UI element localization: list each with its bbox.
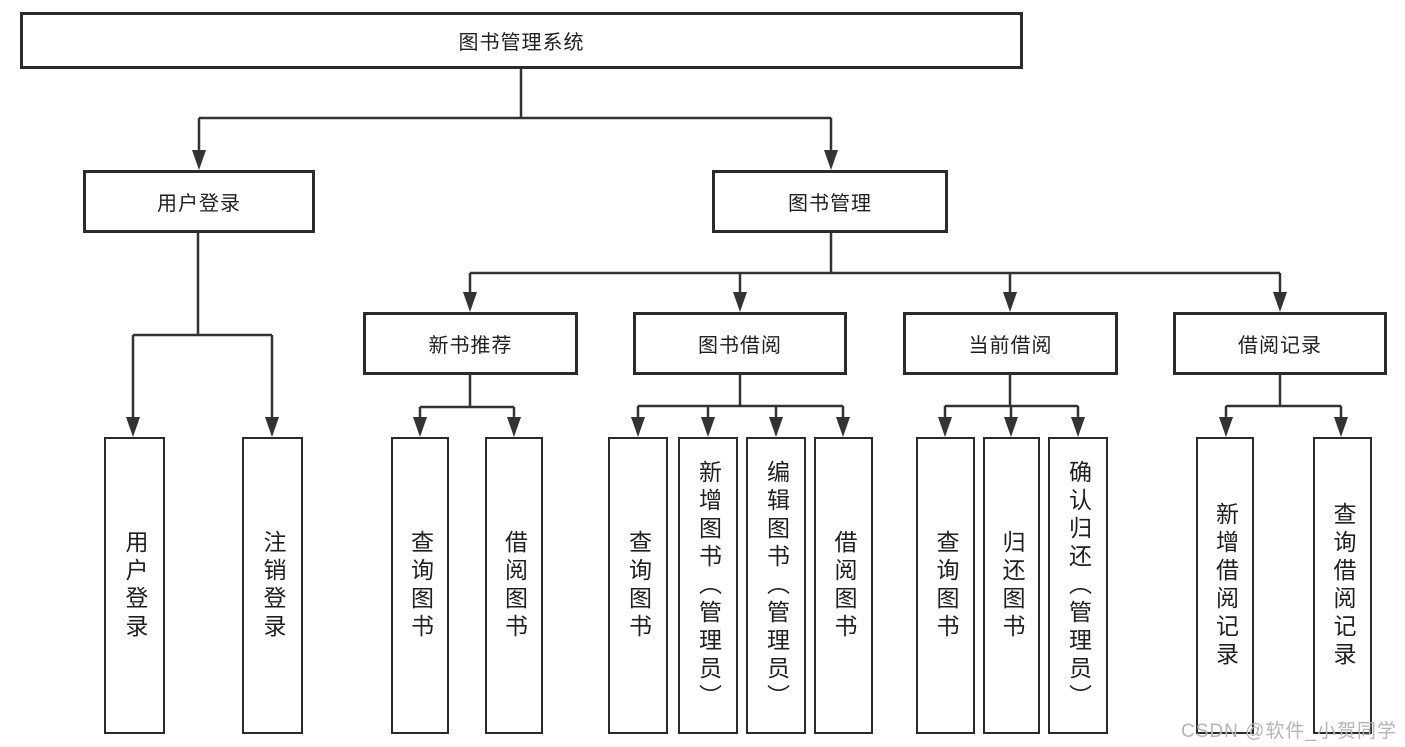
leaf-confirm-return-admin-label: 确认归还（管理员） (1065, 459, 1092, 712)
leaf-current-query-books-label: 查询图书 (933, 529, 959, 642)
connector-root-to-level2 (197, 69, 833, 155)
leaf-current-query-books: 查询图书 (916, 437, 975, 734)
leaf-borrowing-borrow-books-label: 借阅图书 (831, 529, 857, 642)
leaf-borrowing-query-books-label: 查询图书 (625, 529, 652, 642)
connector-userlogin-to-leaves (131, 233, 274, 421)
leaf-newbook-borrow-books: 借阅图书 (485, 437, 543, 734)
node-new-book-recommendation: 新书推荐 (363, 312, 578, 375)
leaf-add-books-admin-label: 新增图书（管理员） (695, 459, 722, 712)
connector-newbook-to-leaves (418, 375, 516, 421)
leaf-add-borrow-record: 新增借阅记录 (1196, 437, 1254, 734)
connector-bookmgmt-to-level3 (468, 233, 1282, 297)
leaf-return-books-label: 归还图书 (999, 529, 1025, 642)
node-current-borrowing: 当前借阅 (903, 312, 1118, 375)
arrowheads (126, 150, 1348, 437)
leaf-confirm-return-admin: 确认归还（管理员） (1048, 437, 1108, 734)
leaf-borrowing-query-books: 查询图书 (608, 437, 668, 734)
node-borrowing-records: 借阅记录 (1173, 312, 1387, 375)
leaf-add-borrow-record-label: 新增借阅记录 (1212, 501, 1239, 670)
connector-records-to-leaves (1224, 375, 1343, 421)
leaf-edit-books-admin: 编辑图书（管理员） (746, 437, 806, 734)
leaf-edit-books-admin-label: 编辑图书（管理员） (763, 459, 790, 712)
leaf-user-login-label: 用户登录 (122, 529, 148, 642)
leaf-newbook-query-books-label: 查询图书 (407, 529, 434, 642)
csdn-watermark: CSDN @软件_小贺同学 (1181, 721, 1397, 742)
leaf-query-borrow-record: 查询借阅记录 (1313, 437, 1372, 734)
leaf-newbook-query-books: 查询图书 (391, 437, 449, 734)
leaf-user-login: 用户登录 (104, 437, 165, 734)
leaf-borrowing-borrow-books: 借阅图书 (814, 437, 873, 734)
connector-borrow-to-leaves (636, 375, 845, 421)
node-book-management: 图书管理 (712, 170, 948, 233)
leaf-return-books: 归还图书 (983, 437, 1040, 734)
leaf-query-borrow-record-label: 查询借阅记录 (1330, 501, 1356, 670)
node-user-login: 用户登录 (83, 170, 315, 233)
connector-current-to-leaves (943, 375, 1080, 421)
node-book-borrowing: 图书借阅 (633, 312, 847, 375)
leaf-logout-label: 注销登录 (260, 529, 286, 642)
leaf-newbook-borrow-books-label: 借阅图书 (501, 529, 528, 642)
node-library-management-system: 图书管理系统 (20, 12, 1023, 69)
leaf-add-books-admin: 新增图书（管理员） (678, 437, 738, 734)
leaf-logout: 注销登录 (242, 437, 303, 734)
